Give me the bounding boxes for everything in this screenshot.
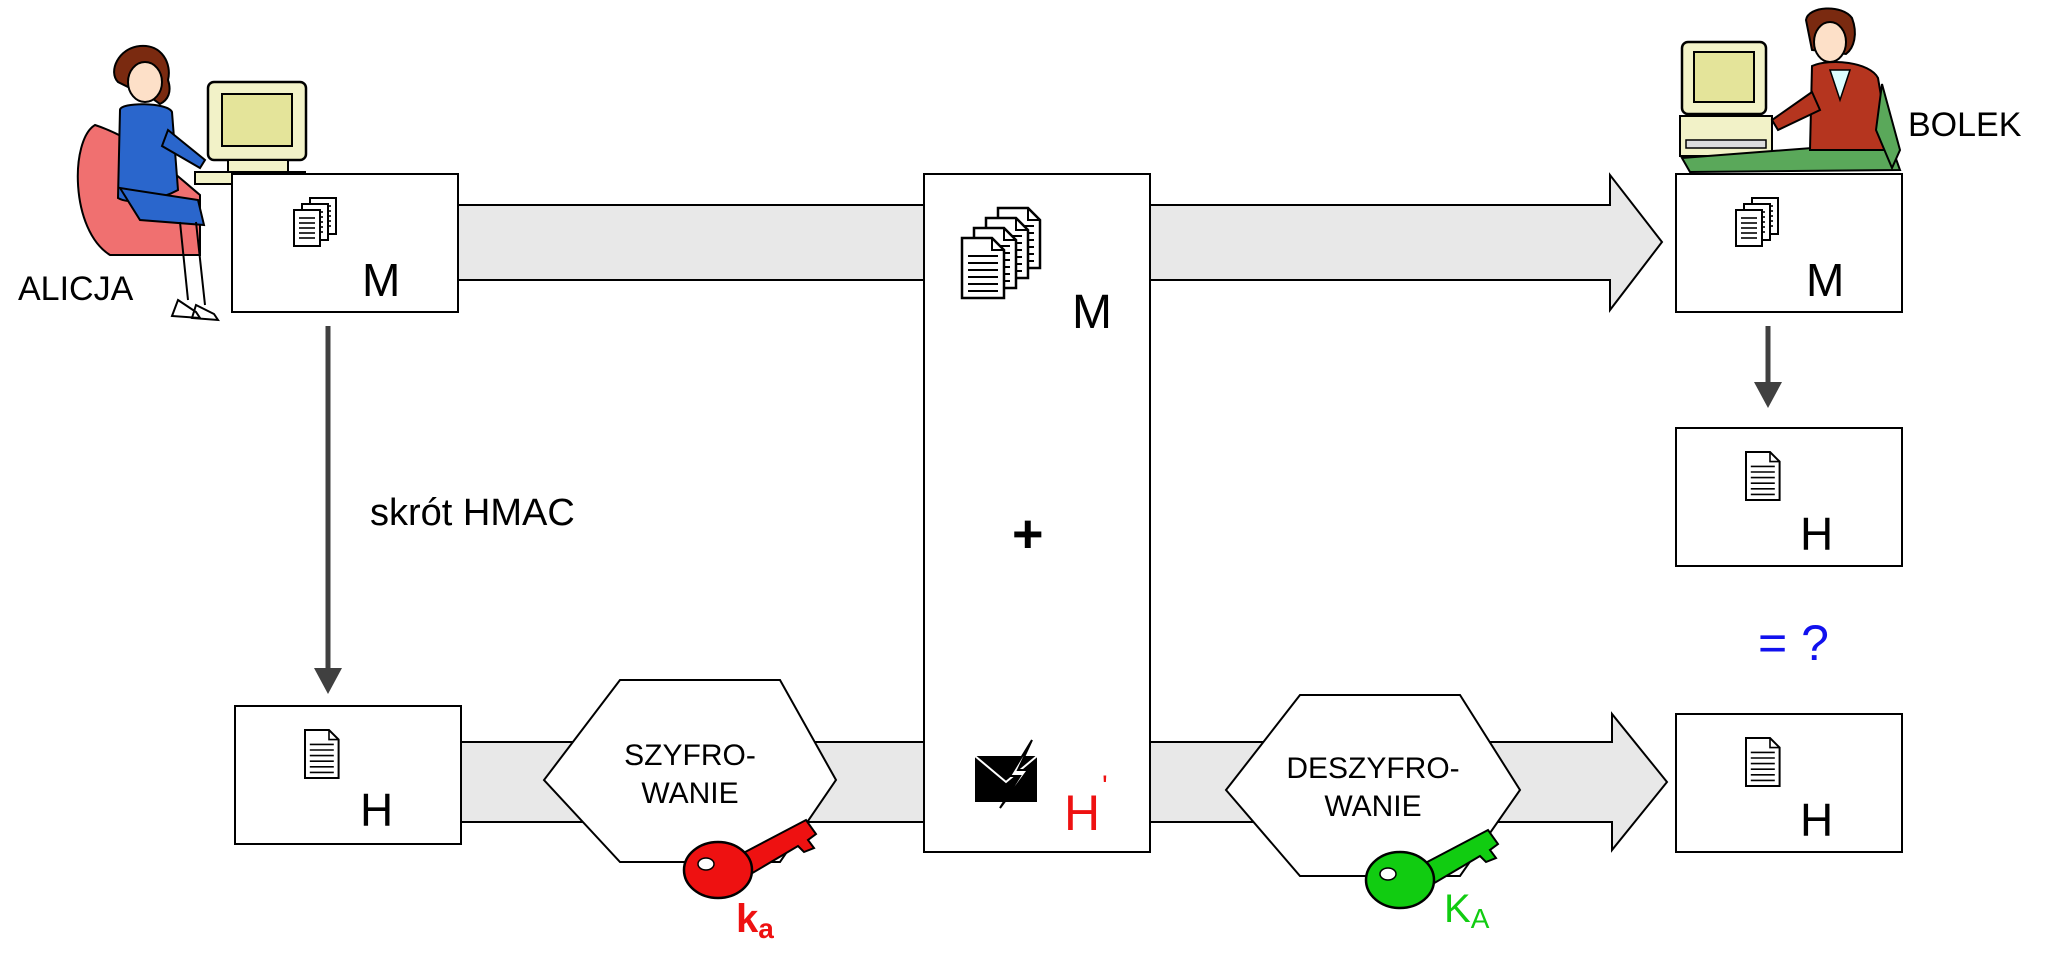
private-key-label: ka [736,897,774,944]
bolek-computed-hash-box: H [1675,427,1903,567]
encryption-label-line2: WANIE [641,777,738,810]
encryption-label-line1: SZYFRO- [624,739,756,772]
encrypted-envelope-icon [974,739,1038,809]
bolek-computed-hash-label: H [1800,508,1833,560]
decryption-label-line1: DESZYFRO- [1286,752,1459,785]
public-key-label: KA [1444,887,1490,934]
bolek-received-hash-label: H [1800,794,1833,846]
transmission-box: M + H ' [923,173,1151,853]
plus-symbol: + [1012,504,1044,564]
alicja-hash-box: H [234,705,462,845]
encrypted-hash-label: H [1064,785,1100,841]
decryption-step: DESZYFRO- WANIE [1224,694,1522,877]
public-key-icon [1364,828,1500,910]
hmac-connector-arrow [314,326,342,694]
received-hash-document-icon [1744,736,1781,788]
decryption-label-line2: WANIE [1324,790,1421,823]
bolek-hash-connector-arrow [1754,326,1782,408]
alicja-label: ALICJA [18,270,134,308]
transmitted-message-label: M [1072,286,1112,339]
comparison-label: = ? [1758,615,1829,671]
encryption-step: SZYFRO- WANIE [542,679,838,863]
computed-hash-document-icon [1744,450,1781,502]
hash-document-icon [303,728,340,780]
alicja-message-box: M [231,173,459,313]
alicja-hash-label: H [360,784,393,836]
alicja-figure [113,44,220,322]
bolek-received-hash-box: H [1675,713,1903,853]
bolek-computer-icon [1679,40,1773,157]
encrypted-hash-mark: ' [1102,770,1108,803]
alicja-computer-icon [194,80,308,185]
bolek-message-box: M [1675,173,1903,313]
private-key-icon [682,818,818,900]
alicja-illustration: ALICJA [18,44,308,322]
bolek-illustration: BOLEK [1679,7,2022,174]
alicja-message-label: M [362,254,400,306]
bolek-label: BOLEK [1908,106,2022,144]
bolek-figure [1770,7,1902,171]
bolek-message-label: M [1806,254,1844,306]
hmac-step-label: skrót HMAC [370,492,575,534]
